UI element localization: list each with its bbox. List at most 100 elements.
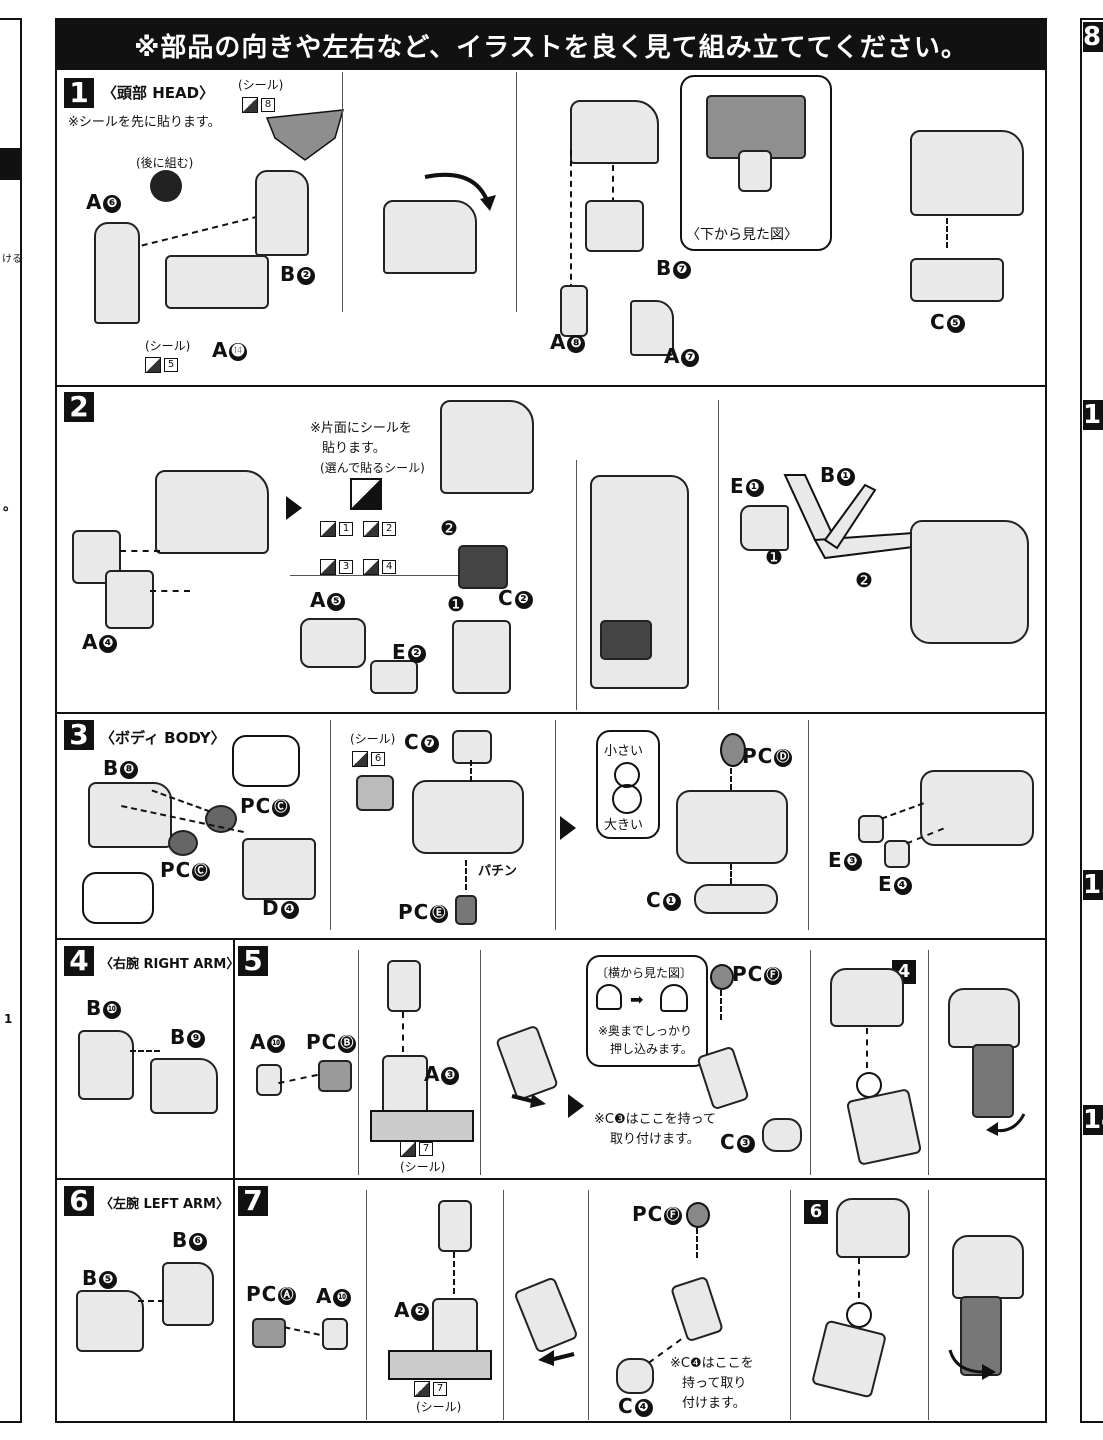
next-arrow-icon (286, 496, 302, 520)
right-arm-completed (972, 1044, 1014, 1118)
assembly-guide-line (946, 218, 948, 248)
section-title: 〈ボディ BODY〉 (100, 729, 226, 747)
shoulder-part (836, 1198, 910, 1258)
body-completed (920, 770, 1034, 846)
assembly-guide-line (150, 590, 190, 592)
section-title: 〈左腕 LEFT ARM〉 (100, 1197, 229, 1212)
sticker-note: (選んで貼るシール) (320, 461, 425, 475)
part-b9 (150, 1058, 218, 1114)
assembly-guide-line (866, 1028, 868, 1068)
assembly-note: (後に組む) (136, 156, 194, 170)
part-e1 (740, 505, 789, 551)
snap-sound-label: パチン (478, 864, 518, 879)
step-number: 5 (238, 946, 268, 976)
part-b7 (585, 200, 644, 252)
view-caption: 〈下から見た図〉 (686, 227, 798, 243)
instruction-page-frame (55, 18, 1047, 1423)
part-pcc-lower (168, 830, 198, 856)
hold-note: 持って取り (682, 1376, 747, 1391)
body-sticker-shape (356, 775, 394, 811)
right-edge-step-number: 8 (1083, 22, 1103, 52)
sticker-icon (320, 520, 336, 537)
section-divider (808, 720, 809, 930)
part-pcd (720, 733, 746, 767)
section-divider (810, 950, 811, 1175)
section-divider (928, 950, 929, 1175)
side-view-caption: 〔横から見た図〕 (596, 966, 693, 980)
section-divider (790, 1190, 791, 1420)
head-assembly-view (383, 200, 477, 274)
head-face-part (452, 620, 511, 694)
sticker-icon (145, 356, 161, 373)
part-b10 (78, 1030, 134, 1100)
size-label-large: 大きい (604, 818, 644, 833)
arm-joint-part (438, 1200, 472, 1252)
side-view-callout (586, 955, 708, 1067)
section-divider (290, 575, 460, 576)
sticker-label: (シール) (350, 732, 396, 746)
part-a8 (560, 285, 588, 337)
ball-joint (846, 1302, 872, 1328)
rotate-arrow-icon (986, 1113, 1026, 1136)
peg-detail-callout (82, 872, 154, 924)
assembly-guide-line (120, 550, 160, 552)
part-c4 (616, 1358, 654, 1394)
assembly-guide-line (720, 990, 722, 1020)
assembly-guide-line (858, 1258, 860, 1298)
sticker-icon (363, 520, 380, 537)
step-order-marker: ❶ (765, 545, 783, 569)
right-arrow-icon: ➡ (630, 990, 644, 1009)
left-edge-text: 1 (4, 1012, 13, 1026)
sticker-icon (363, 558, 380, 575)
head-bottom-view (706, 95, 806, 159)
left-edge-bar (0, 148, 20, 180)
step-number: 6 (64, 1186, 94, 1216)
right-arm-assembly (845, 1088, 923, 1166)
step-number: 4 (64, 946, 94, 976)
part-pcf (710, 964, 734, 990)
part-pce (455, 895, 477, 925)
sticker-choice-icon (350, 478, 382, 510)
section-divider (503, 1190, 504, 1420)
sticker-label: (シール) (238, 78, 284, 92)
right-arm-completed-shoulder (948, 988, 1020, 1048)
assembly-guide-line (402, 1012, 404, 1052)
part-e2 (370, 660, 418, 694)
hold-note: ※C❹はここを (670, 1356, 754, 1371)
step-number: 2 (64, 392, 94, 422)
size-label-small: 小さい (604, 744, 644, 759)
sticker-preview (150, 170, 182, 202)
part-e4 (884, 840, 910, 868)
section-divider (57, 938, 1045, 940)
left-arm-completed-shoulder (952, 1235, 1024, 1299)
visor-sticker-view (600, 620, 652, 660)
section-divider (366, 1190, 367, 1420)
left-page-edge (0, 18, 22, 1423)
part-c3 (762, 1118, 802, 1152)
section-divider (233, 940, 235, 1422)
rotate-arrow-icon (424, 172, 496, 211)
assembly-guide-line (138, 1300, 164, 1302)
assembly-guide-line (730, 864, 732, 884)
part-c5 (910, 258, 1004, 302)
right-edge-step-number: 11 (1083, 400, 1103, 430)
section-divider (57, 385, 1045, 387)
sticker-indicator: 8 (242, 94, 275, 113)
step-number: 1 (64, 78, 94, 108)
